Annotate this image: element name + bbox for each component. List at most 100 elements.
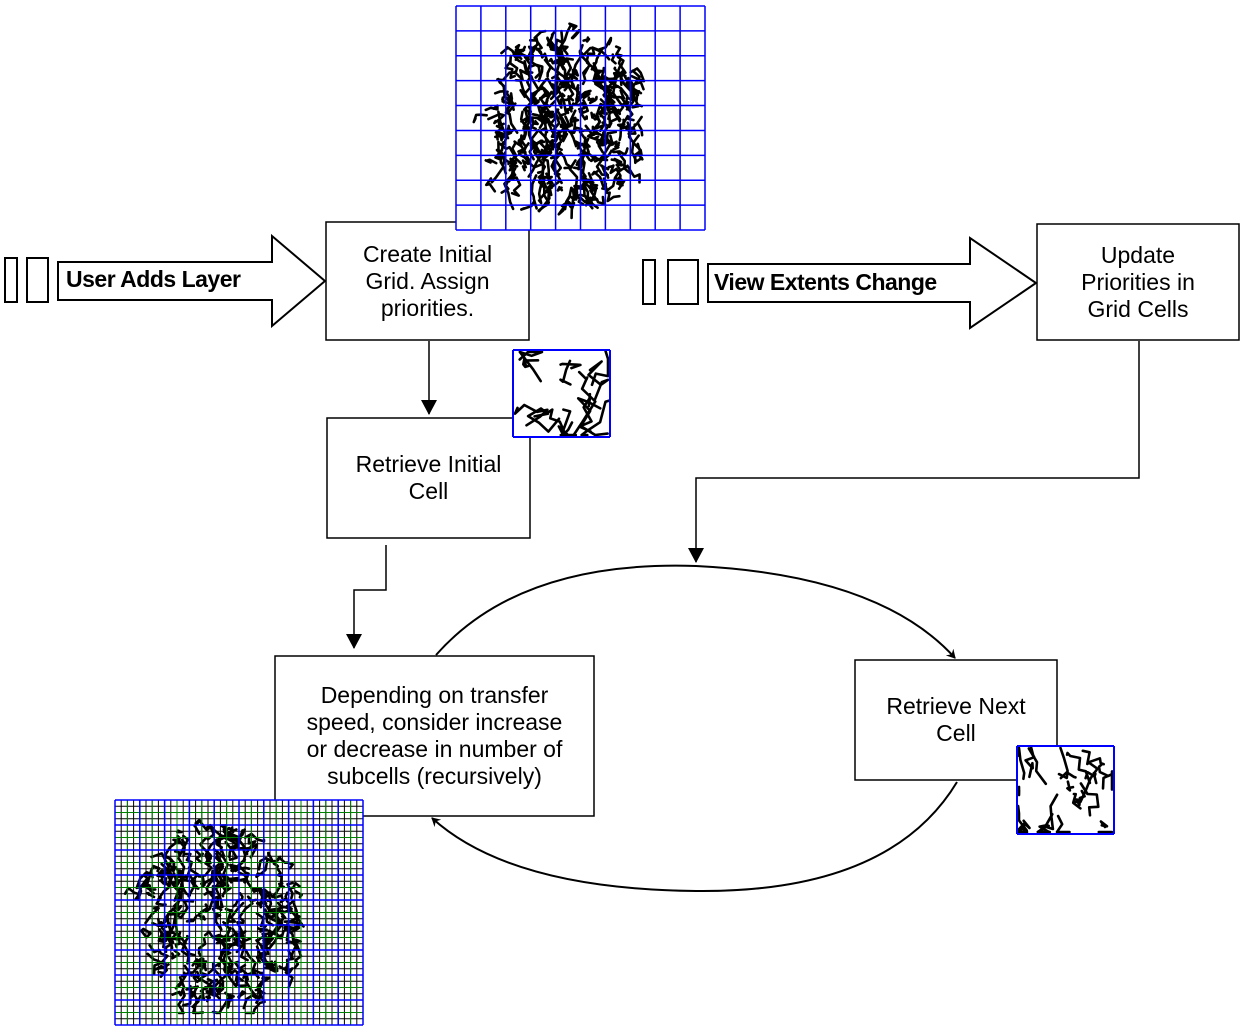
river-stroke bbox=[539, 103, 555, 114]
river-stroke bbox=[552, 143, 563, 185]
river-stroke bbox=[228, 844, 237, 859]
river-stroke bbox=[204, 897, 219, 914]
river-stroke bbox=[212, 847, 229, 879]
river-stroke bbox=[514, 43, 527, 53]
river-stroke bbox=[612, 89, 626, 100]
river-stroke bbox=[205, 878, 216, 894]
river-stroke bbox=[510, 141, 523, 165]
river-stroke bbox=[605, 94, 613, 108]
river-stroke bbox=[523, 55, 544, 83]
river-stroke bbox=[543, 129, 555, 151]
river-stroke bbox=[472, 113, 488, 124]
river-stroke bbox=[505, 145, 517, 166]
input-marker-bar bbox=[642, 259, 656, 305]
river-stroke bbox=[182, 984, 193, 1007]
river-stroke bbox=[636, 115, 644, 137]
river-stroke bbox=[543, 87, 559, 101]
river-stroke bbox=[610, 147, 629, 156]
river-stroke bbox=[587, 95, 598, 105]
river-stroke bbox=[1097, 830, 1114, 835]
river-stroke bbox=[630, 134, 644, 163]
river-stroke bbox=[1055, 814, 1071, 834]
river-stroke bbox=[278, 949, 295, 972]
river-stroke bbox=[1081, 749, 1105, 766]
river-stroke bbox=[570, 29, 581, 40]
river-stroke bbox=[519, 134, 525, 151]
river-stroke bbox=[148, 944, 169, 965]
river-stroke bbox=[223, 875, 246, 887]
update-priorities-box bbox=[1036, 223, 1240, 341]
river-stroke bbox=[537, 172, 551, 204]
river-stroke bbox=[563, 102, 574, 115]
river-stroke bbox=[1017, 824, 1026, 834]
river-stroke bbox=[1038, 823, 1051, 834]
river-stroke bbox=[1016, 804, 1028, 832]
input-marker-bar bbox=[667, 259, 699, 305]
depending-box bbox=[274, 655, 595, 817]
river-stroke bbox=[146, 952, 163, 975]
river-stroke bbox=[540, 173, 552, 199]
river-stroke bbox=[142, 874, 157, 891]
river-stroke bbox=[546, 37, 559, 52]
river-stroke bbox=[205, 985, 216, 997]
river-stroke bbox=[587, 360, 610, 401]
river-stroke bbox=[533, 29, 547, 52]
river-stroke bbox=[285, 923, 302, 945]
river-stroke bbox=[1024, 745, 1036, 779]
river-stroke bbox=[596, 66, 606, 86]
river-stroke bbox=[1027, 747, 1048, 786]
map-cell-initial bbox=[512, 349, 611, 438]
river-stroke bbox=[249, 843, 258, 859]
river-stroke bbox=[580, 399, 611, 437]
river-stroke bbox=[532, 143, 547, 174]
river-stroke bbox=[568, 159, 579, 200]
river-stroke bbox=[526, 407, 561, 433]
river-stroke bbox=[568, 22, 578, 31]
river-stroke bbox=[556, 185, 564, 192]
river-stroke bbox=[517, 152, 543, 169]
river-stroke bbox=[245, 835, 257, 856]
connector-update-to-loop bbox=[688, 341, 1140, 563]
river-stroke bbox=[610, 71, 627, 90]
river-stroke bbox=[501, 151, 507, 166]
river-stroke bbox=[545, 172, 554, 185]
river-stroke bbox=[557, 80, 567, 91]
river-stroke bbox=[242, 971, 259, 999]
river-stroke bbox=[578, 110, 588, 121]
river-stroke bbox=[554, 158, 563, 176]
river-stroke bbox=[621, 118, 631, 133]
river-stroke bbox=[494, 141, 505, 161]
river-stroke bbox=[590, 349, 610, 387]
river-stroke bbox=[530, 116, 545, 125]
river-stroke bbox=[561, 45, 569, 56]
river-stroke bbox=[617, 59, 632, 92]
river-stroke bbox=[599, 129, 608, 147]
river-stroke bbox=[521, 159, 528, 172]
river-stroke bbox=[522, 60, 532, 96]
river-stroke bbox=[509, 176, 522, 197]
river-stroke bbox=[580, 99, 589, 114]
loop-arc-bottom bbox=[431, 781, 958, 893]
river-stroke bbox=[495, 130, 506, 142]
river-stroke bbox=[257, 924, 268, 933]
river-stroke bbox=[244, 949, 263, 975]
river-stroke bbox=[546, 77, 556, 97]
retrieve-initial-label: Retrieve Initial Cell bbox=[355, 451, 502, 504]
river-stroke bbox=[575, 141, 591, 166]
river-stroke bbox=[569, 126, 583, 148]
river-stroke bbox=[567, 73, 579, 81]
river-stroke bbox=[612, 141, 621, 151]
river-stroke bbox=[211, 961, 221, 969]
river-stroke bbox=[284, 966, 294, 989]
river-stroke bbox=[537, 180, 544, 205]
river-stroke bbox=[530, 87, 546, 103]
depending-label: Depending on transfer speed, consider in… bbox=[306, 682, 563, 789]
river-stroke bbox=[134, 871, 153, 901]
river-stroke bbox=[1065, 751, 1092, 785]
river-stroke bbox=[226, 828, 246, 847]
river-stroke bbox=[576, 136, 587, 150]
river-stroke bbox=[493, 118, 505, 127]
river-stroke bbox=[500, 163, 517, 194]
river-stroke bbox=[504, 111, 519, 134]
